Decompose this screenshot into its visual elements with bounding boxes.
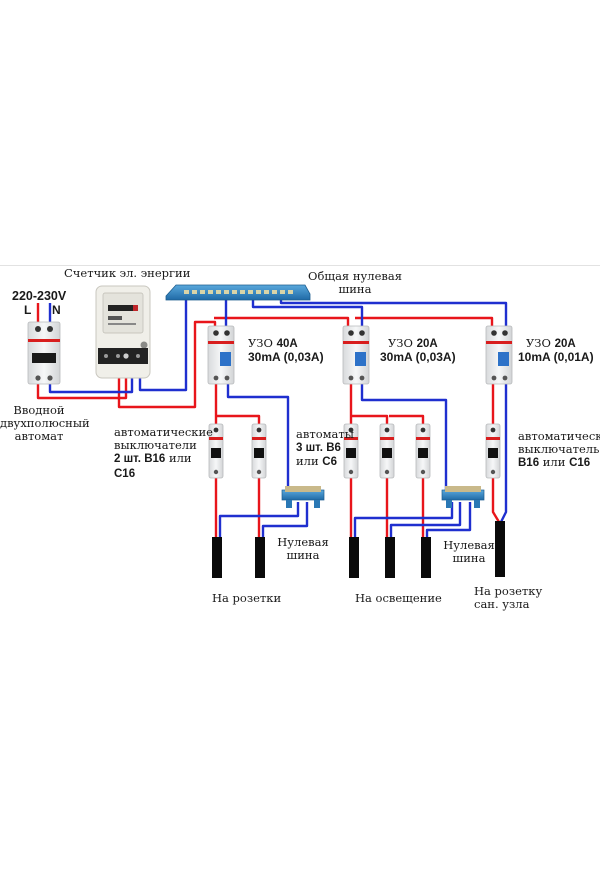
output-bathroom-line: сан. узла xyxy=(474,597,530,612)
neutral-bus-1-line: Нулевая xyxy=(277,535,329,549)
cable-bathroom xyxy=(495,521,505,577)
rcd2-label: УЗО 20A 30mA (0,03A) xyxy=(380,336,456,365)
rcd3-label: УЗО 20A 10mA (0,01A) xyxy=(518,336,594,365)
main-breaker xyxy=(27,321,61,385)
group3-breaker-label: автоматический выключатель B16 или C16 xyxy=(518,429,600,471)
main-breaker-label-line: Вводной xyxy=(13,403,65,417)
phase-label: L xyxy=(24,303,32,317)
group1-count: 2 шт. xyxy=(114,453,145,466)
neutral-bus-2-label: Нулевая шина xyxy=(436,538,502,566)
breaker-group2-1 xyxy=(343,423,359,479)
phase-wire-meter-out xyxy=(117,320,217,409)
breaker-group1-1 xyxy=(208,423,224,479)
breaker-group3-1 xyxy=(485,423,501,479)
neutral-bus-2 xyxy=(441,486,485,508)
output-bathroom-label: На розетку сан. узла xyxy=(474,584,543,612)
neutral-wires xyxy=(48,293,508,540)
group2-rating-c: C6 xyxy=(322,456,337,469)
rcd3-rating: 20A xyxy=(554,338,576,350)
voltage-label: 220-230V xyxy=(12,289,67,303)
group2-count: 3 шт. xyxy=(296,442,327,455)
rcd-1 xyxy=(207,325,235,385)
neutral-wire-rcd2-to-bus2 xyxy=(360,382,448,494)
main-breaker-label-line: автомат xyxy=(14,429,64,444)
neutral-bus-2-line: Нулевая xyxy=(443,538,495,552)
group1-breakers-label: автоматические выключатели 2 шт. B16 или… xyxy=(114,425,213,481)
phase-wire-rcd2-to-rcd3 xyxy=(355,316,494,330)
meter-label: Счетчик эл. энергии xyxy=(64,266,191,280)
output-cables xyxy=(212,521,505,578)
neutral-bus-1-label: Нулевая шина xyxy=(270,535,336,563)
rcd1-rating: 40A xyxy=(276,338,298,350)
breaker-group2-2 xyxy=(379,423,395,479)
breaker-group1-2 xyxy=(251,423,267,479)
group3-or: или xyxy=(539,455,570,470)
cable-lighting-1 xyxy=(349,537,359,578)
rcd3-prefix: УЗО xyxy=(526,336,555,350)
output-sockets-label: На розетки xyxy=(212,591,282,605)
cable-lighting-3 xyxy=(421,537,431,578)
rcd2-rating: 20A xyxy=(416,338,438,350)
phase-wire-g3-out xyxy=(491,478,501,523)
cable-lighting-2 xyxy=(385,537,395,578)
neutral-bus-1-line: шина xyxy=(286,548,320,563)
common-bus-label-line: шина xyxy=(338,282,372,297)
neutral-wire-bus2-out1 xyxy=(353,502,454,540)
output-bathroom-line: На розетку xyxy=(474,584,543,598)
group3-line: выключатель xyxy=(518,442,600,457)
rcd2-leak: 30mA (0,03A) xyxy=(380,350,456,365)
group3-line: автоматический xyxy=(518,429,600,443)
common-neutral-bus xyxy=(165,284,311,301)
neutral-wire-rcd3-out xyxy=(499,382,508,523)
rcd-3 xyxy=(485,325,513,385)
neutral-wire-bus1-out2 xyxy=(261,502,309,540)
main-breaker-label-line: двухполюсный xyxy=(0,416,90,431)
group1-rating-b: B16 xyxy=(144,453,166,466)
cable-sockets-2 xyxy=(255,537,265,578)
neutral-wire-bus1-out1 xyxy=(218,502,300,540)
neutral-wire-bus2-out3 xyxy=(425,502,472,540)
main-breaker-label: Вводной двухполюсный автомат xyxy=(0,403,90,444)
rcd1-prefix: УЗО xyxy=(248,336,277,350)
rcd2-prefix: УЗО xyxy=(388,336,417,350)
group1-rating-c: C16 xyxy=(114,467,136,480)
group1-line: автоматические xyxy=(114,425,213,439)
group1-or: или xyxy=(165,451,192,466)
common-bus-label: Общая нулевая шина xyxy=(300,269,410,297)
common-bus-label-line: Общая нулевая xyxy=(308,269,402,283)
group2-line: автоматы xyxy=(296,427,354,441)
group3-rating-b: B16 xyxy=(518,457,540,470)
neutral-bus-2-line: шина xyxy=(452,551,486,566)
rcd3-leak: 10mA (0,01A) xyxy=(518,350,594,365)
neutral-wire-rcd1-to-bus1 xyxy=(226,382,290,494)
neutral-wire-breaker-to-meter xyxy=(48,368,134,394)
output-lighting-label: На освещение xyxy=(355,591,442,605)
group2-breakers-label: автоматы 3 шт. B6 или C6 xyxy=(296,427,354,470)
neutral-wire-meter-to-bus xyxy=(138,293,188,392)
breaker-group2-3 xyxy=(415,423,431,479)
group1-line: выключатели xyxy=(114,438,197,453)
group3-rating-c: C16 xyxy=(569,457,591,470)
neutral-label: N xyxy=(52,303,61,317)
group2-rating-b: B6 xyxy=(326,442,341,455)
phase-wire-breaker-to-meter xyxy=(36,368,128,400)
energy-meter xyxy=(95,285,151,379)
rcd-2 xyxy=(342,325,370,385)
neutral-wire-bus-to-rcd3 xyxy=(279,293,508,330)
rcd1-label: УЗО 40A 30mA (0,03A) xyxy=(248,336,324,365)
rcd1-leak: 30mA (0,03A) xyxy=(248,350,324,365)
cable-sockets-1 xyxy=(212,537,222,578)
neutral-bus-1 xyxy=(281,486,325,508)
group2-or: или xyxy=(296,454,323,469)
top-divider xyxy=(0,265,600,266)
neutral-wire-bus2-out2 xyxy=(389,502,462,540)
